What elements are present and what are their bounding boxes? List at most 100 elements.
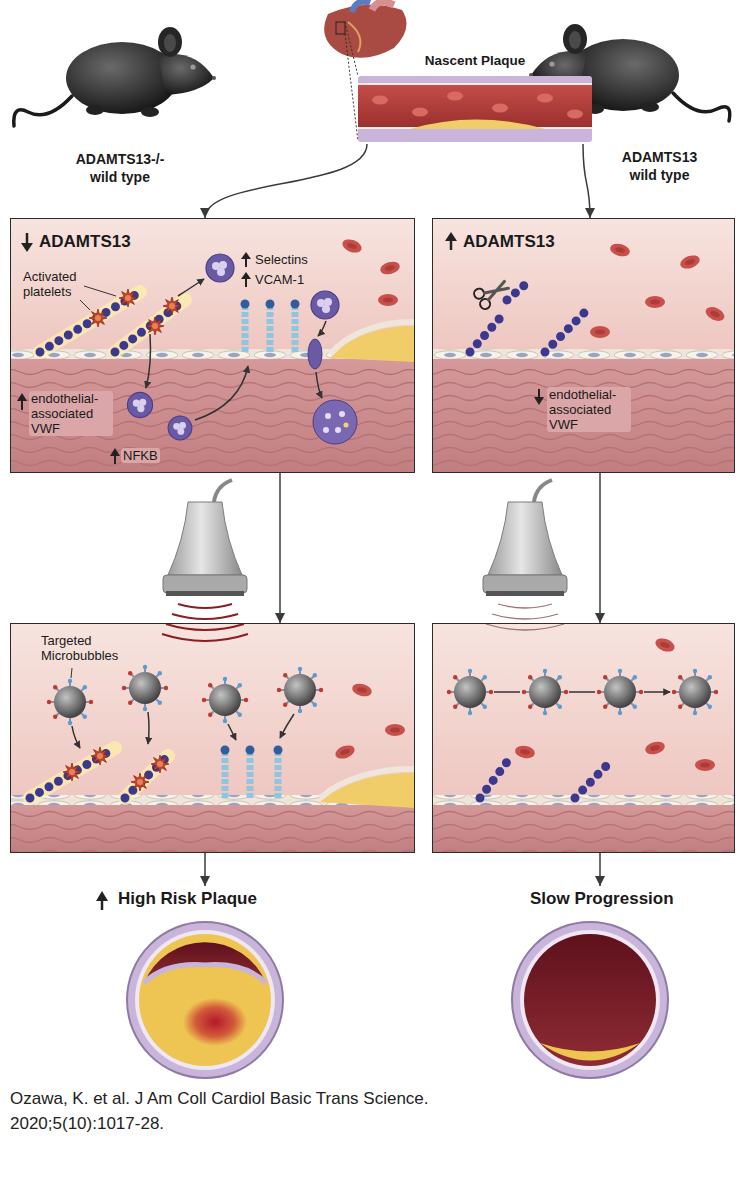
callout-label: endothelial-associated VWF: [547, 387, 631, 432]
plaque-cross-section: [520, 930, 660, 1070]
mouse-illustration: [14, 96, 72, 126]
vessel-illustration: [654, 636, 677, 654]
vessel-illustration: [10, 353, 415, 473]
vessel-illustration: [432, 218, 735, 473]
illustration-node: Nascent Plaque: [355, 50, 595, 144]
callout-label: Selectins: [255, 252, 308, 267]
mouse-illustration: [158, 27, 182, 57]
vessel-illustration: [291, 300, 300, 353]
vessel-illustration: [472, 275, 512, 311]
plaque-cross-section: [96, 891, 283, 1078]
vessel-illustration: [318, 321, 326, 336]
vessel-illustration: [10, 218, 415, 353]
ultrasound-probe: [486, 591, 564, 596]
trend-arrow: [538, 389, 540, 398]
mouse-illustration: [563, 24, 587, 54]
panel-box: ADAMTS13endothelial-associated VWF: [432, 218, 735, 473]
vessel-illustration: [89, 309, 107, 327]
vessel-illustration: [221, 746, 230, 799]
heart-illustration: [348, 22, 360, 52]
flow-arrow: [279, 473, 281, 623]
vessel-illustration: [308, 339, 322, 369]
callout-label: VCAM-1: [255, 272, 304, 287]
vessel-illustration: [195, 366, 248, 420]
mouse-illustration: [86, 105, 104, 115]
vessel-illustration: [645, 296, 665, 308]
vessel-illustration: [40, 292, 185, 352]
artery-illustration: [492, 104, 508, 113]
vessel-illustration: [330, 322, 415, 354]
vessel-illustration: [151, 755, 169, 773]
artery-illustration: [358, 84, 592, 128]
mouse-illustration: [164, 34, 176, 52]
vessel-illustration: [10, 623, 415, 853]
mouse-illustration: [66, 42, 178, 114]
vessel-illustration: [10, 808, 415, 853]
ultrasound-probe: [488, 502, 562, 575]
vessel-illustration: [10, 365, 415, 473]
mouse-label: ADAMTS13-/- wild type: [65, 150, 175, 186]
vessel-illustration: [480, 758, 610, 798]
vessel-illustration: [122, 665, 168, 711]
artery-illustration: [412, 108, 428, 117]
callout-label: endothelial-associated VWF: [29, 391, 113, 436]
vessel-illustration: [432, 800, 735, 853]
vessel-illustration: [344, 423, 349, 428]
vessel-illustration: [146, 317, 164, 335]
outcome-node: High Risk Plaque: [95, 886, 325, 1080]
vessel-illustration: [277, 667, 323, 713]
outcome-node: Slow Progression: [480, 886, 710, 1080]
trend-arrow: [445, 232, 457, 241]
mouse-illustration: [14, 27, 216, 126]
vessel-illustration: [246, 746, 255, 799]
vessel-illustration: [351, 682, 373, 699]
vessel-illustration: [432, 349, 735, 359]
panel-box: ADAMTS13Activated plateletsSelectinsVCAM…: [10, 218, 415, 473]
flow-arrow: [599, 853, 601, 886]
vessel-illustration: [325, 413, 331, 419]
vessel-illustration: [432, 365, 735, 473]
plaque-cross-section: [524, 934, 656, 1066]
vessel-illustration: [341, 237, 364, 255]
vessel-illustration: [30, 748, 168, 798]
plaque-cross-section: [139, 934, 271, 1066]
vessel-illustration: [432, 353, 735, 473]
ultrasound-probe: [163, 575, 247, 593]
vessel-illustration: [447, 669, 493, 715]
vessel-illustration: [432, 808, 735, 853]
panel-box: Targeted Microbubbles: [10, 623, 415, 853]
vessel-illustration: [10, 623, 415, 800]
vessel-illustration: [148, 712, 149, 744]
vessel-illustration: [494, 691, 670, 693]
outcome-label: Slow Progression: [530, 889, 674, 909]
mouse-label: ADAMTS13 wild type: [612, 148, 707, 184]
vessel-illustration: [280, 714, 294, 738]
panel-heading: ADAMTS13: [39, 232, 131, 252]
mouse-illustration: [569, 31, 581, 49]
trend-arrow: [241, 252, 251, 259]
vessel-illustration: [432, 623, 735, 800]
trend-arrow: [26, 233, 29, 244]
ultrasound-probe: [483, 575, 567, 593]
artery-illustration: [447, 92, 463, 101]
vessel-illustration: [163, 297, 181, 315]
panel-box: [432, 623, 735, 853]
vessel-illustration: [10, 800, 415, 853]
vessel-illustration: [146, 334, 151, 388]
heart-illustration: [324, 5, 406, 58]
vessel-illustration: [178, 279, 204, 296]
vessel-illustration: [679, 253, 702, 271]
outcome-label: High Risk Plaque: [118, 889, 257, 909]
plaque-cross-section: [144, 942, 266, 983]
mouse-illustration: [549, 61, 554, 66]
mouse-illustration: [158, 54, 214, 95]
trend-arrow: [245, 278, 247, 287]
vessel-illustration: [71, 668, 72, 678]
mouse-illustration: [212, 76, 216, 80]
vessel-illustration: [672, 669, 718, 715]
vessel-illustration: [609, 242, 631, 259]
plaque-cross-section: [101, 900, 104, 910]
trend-arrow: [445, 232, 544, 405]
plaque-cross-section: [144, 965, 266, 983]
vessel-illustration: [486, 624, 564, 630]
